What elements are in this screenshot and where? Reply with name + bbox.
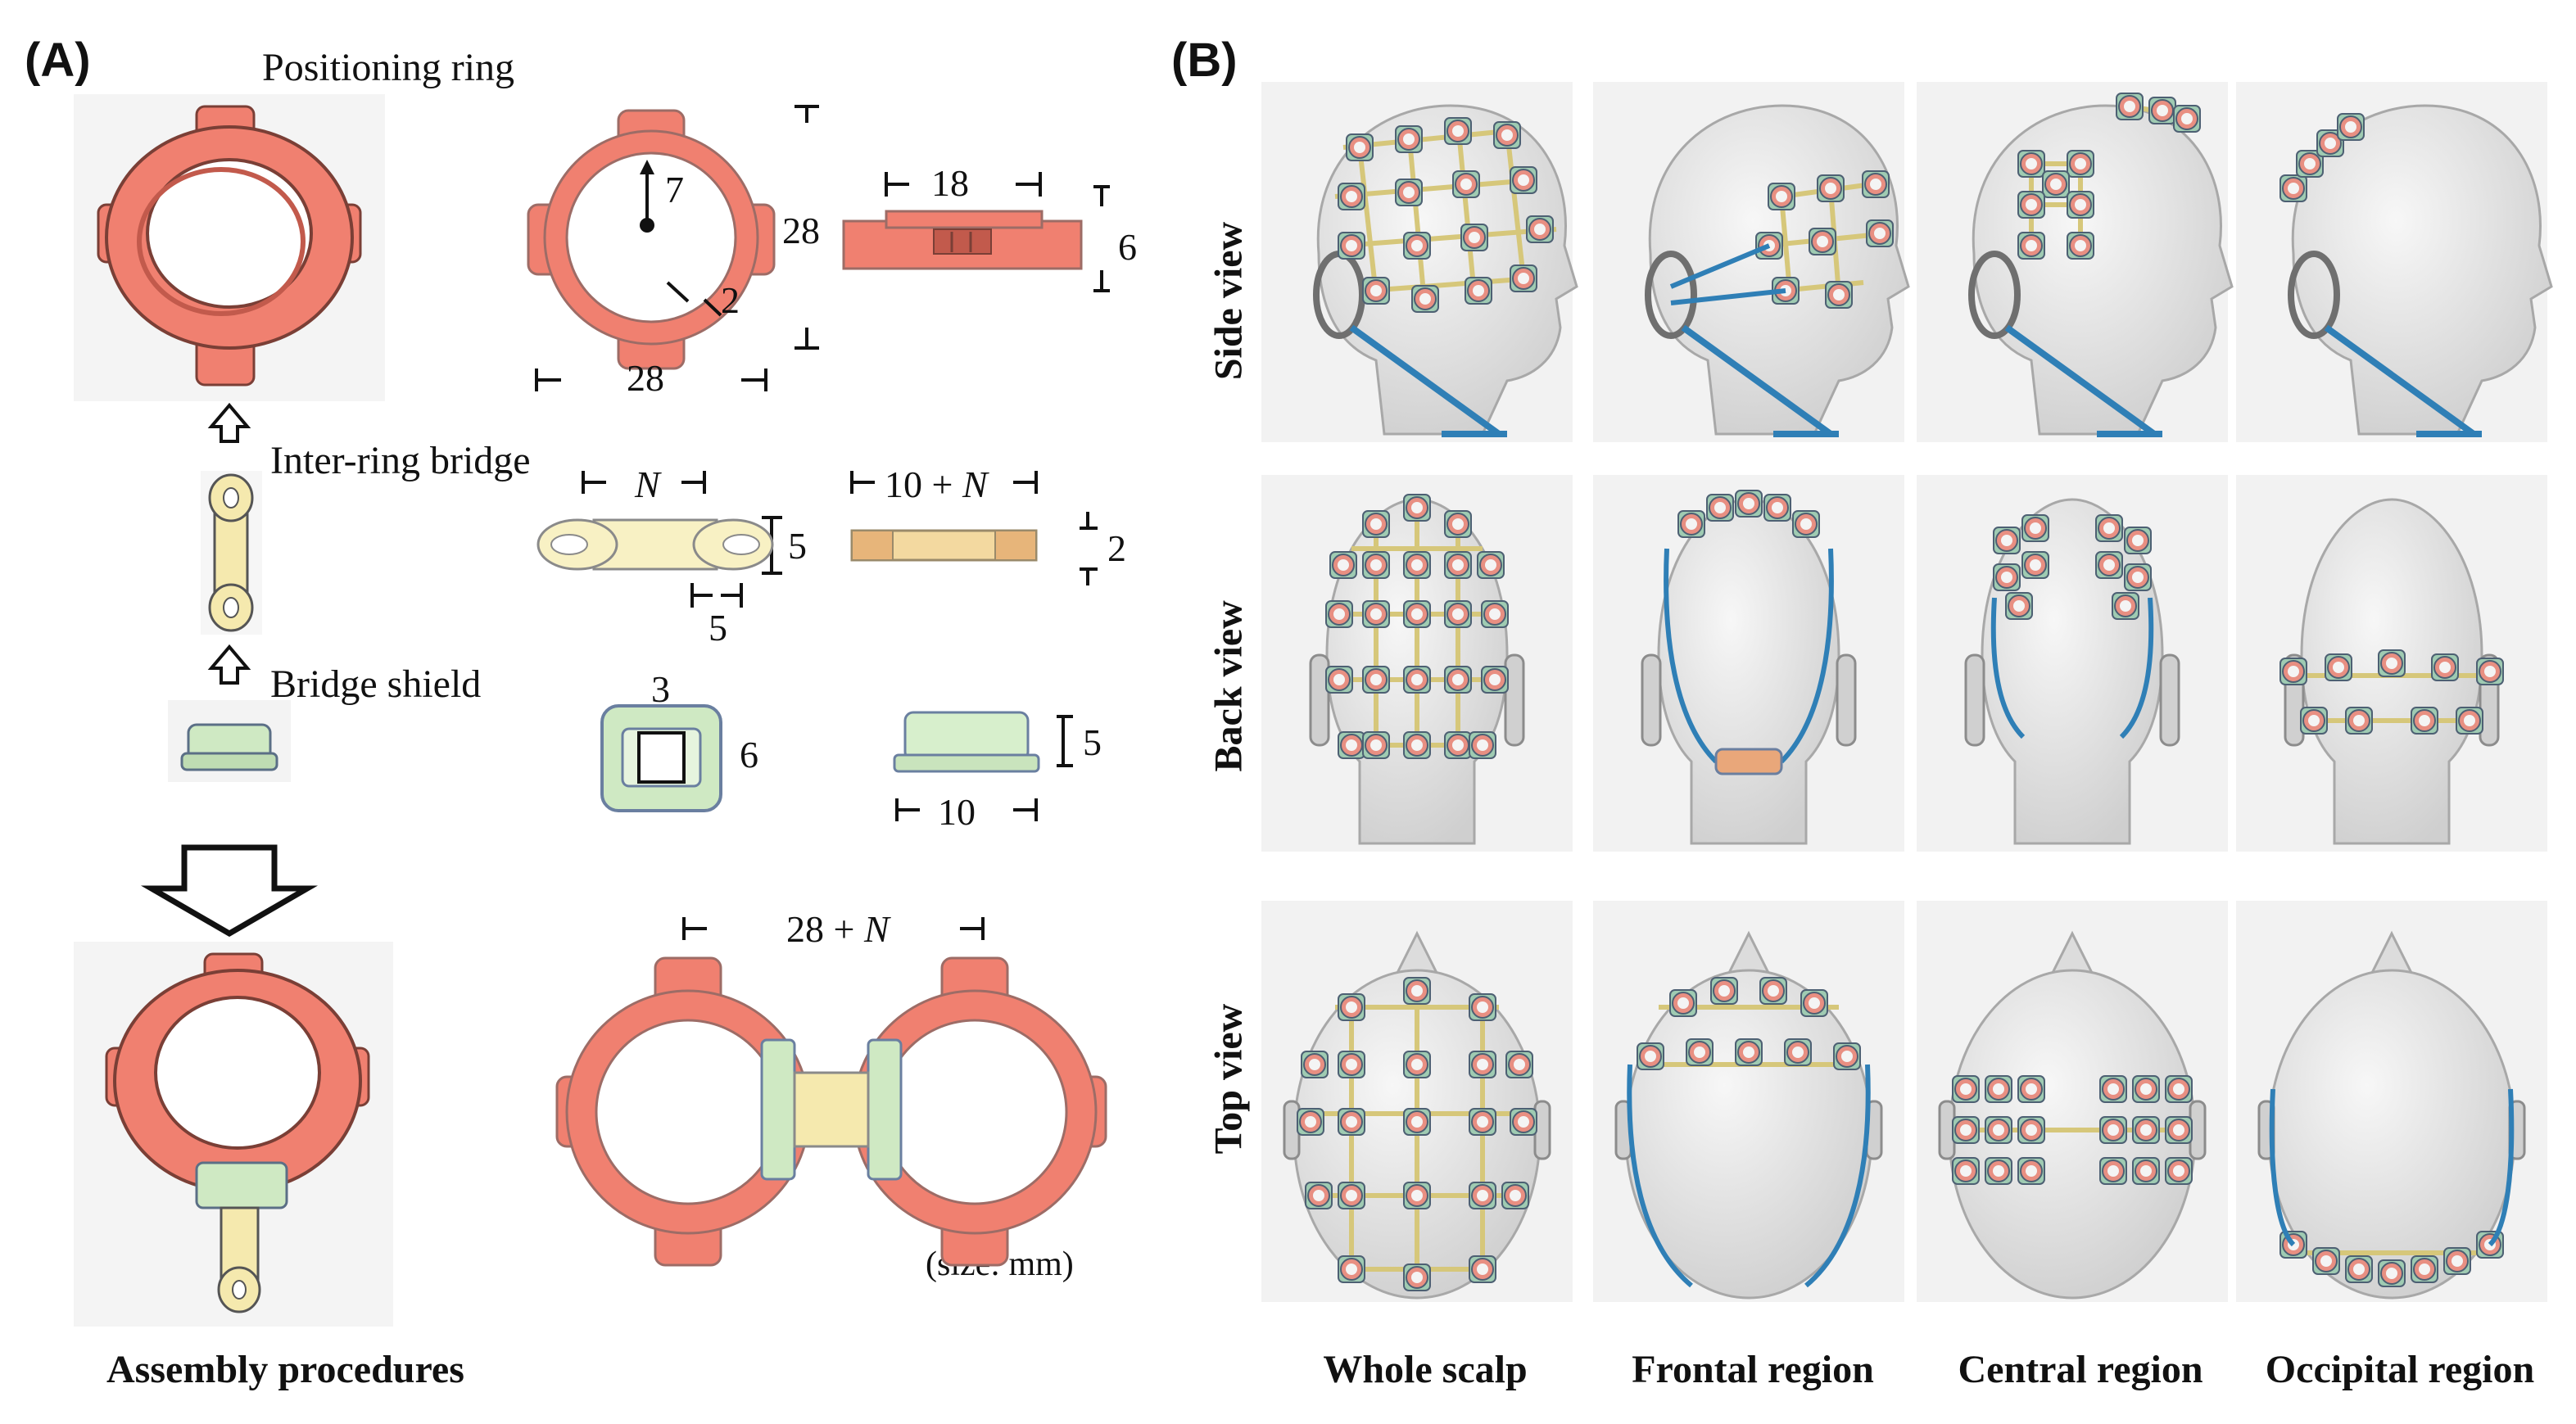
ring-side-view — [842, 210, 1083, 270]
dim-shield-gap: 3 — [651, 668, 670, 710]
side-view-central-region — [1917, 82, 2232, 442]
back-view-central-region — [1915, 473, 2230, 853]
dim-ring-side-length: 18 — [931, 162, 969, 204]
top-view-frontal-region — [1591, 899, 1906, 1304]
panel-a-label: (A) — [25, 34, 91, 87]
dim-bridge-end: 5 — [709, 607, 727, 649]
inter-ring-bridge-label: Inter-ring bridge — [270, 439, 531, 482]
col-label-occipital-region: Occipital region — [2265, 1348, 2535, 1391]
shield-top-view — [600, 704, 722, 812]
inter-ring-bridge-3d — [201, 471, 262, 635]
col-label-frontal-region: Frontal region — [1632, 1348, 1874, 1391]
down-arrow-icon — [140, 844, 319, 938]
panel-b-label: (B) — [1171, 34, 1238, 87]
dim-bridge-thickness: 2 — [1107, 527, 1126, 569]
assembly-top-view — [555, 956, 1107, 1267]
dimension-lines — [535, 105, 1110, 940]
dim-bridge-length: 10 + N — [885, 463, 988, 505]
side-view-whole-scalp — [1261, 82, 1577, 442]
dim-ring-side-thickness: 6 — [1118, 226, 1137, 268]
dim-ring-radius: 7 — [665, 169, 684, 210]
dim-ring-height: 28 — [782, 210, 820, 251]
col-label-whole-scalp: Whole scalp — [1323, 1348, 1528, 1391]
top-view-central-region — [1915, 899, 2230, 1304]
shield-side-view — [893, 711, 1040, 773]
top-view-whole-scalp — [1260, 899, 1574, 1304]
dim-bridge-height: 5 — [788, 525, 807, 567]
up-arrow-icon — [207, 644, 251, 685]
dim-ring-wall: 2 — [721, 279, 740, 321]
dim-shield-length: 10 — [938, 791, 976, 833]
top-view-occipital-region — [2234, 899, 2549, 1304]
assembly-procedures-label: Assembly procedures — [106, 1348, 464, 1391]
dim-shield-side-height: 5 — [1083, 721, 1102, 763]
bridge-shield-label: Bridge shield — [270, 662, 482, 706]
dim-assembly-length: 28 + N — [786, 908, 890, 950]
positioning-ring-3d — [74, 94, 385, 401]
back-view-frontal-region — [1591, 473, 1906, 853]
up-arrow-icon — [207, 402, 251, 443]
side-view-occipital-region — [2236, 82, 2551, 442]
bridge-top-view — [536, 518, 774, 571]
side-view-frontal-region — [1593, 82, 1908, 442]
dim-bridge-gap: N — [635, 463, 660, 505]
bridge-shield-3d — [168, 700, 291, 782]
bridge-side-view — [850, 529, 1038, 562]
positioning-ring-label: Positioning ring — [262, 46, 515, 89]
assembled-ring-3d — [74, 942, 393, 1327]
dim-shield-height: 6 — [740, 734, 758, 775]
back-view-whole-scalp — [1260, 473, 1574, 853]
back-view-occipital-region — [2234, 473, 2549, 853]
ring-top-view — [527, 109, 776, 370]
col-label-central-region: Central region — [1958, 1348, 2203, 1391]
dim-ring-width: 28 — [627, 357, 664, 399]
